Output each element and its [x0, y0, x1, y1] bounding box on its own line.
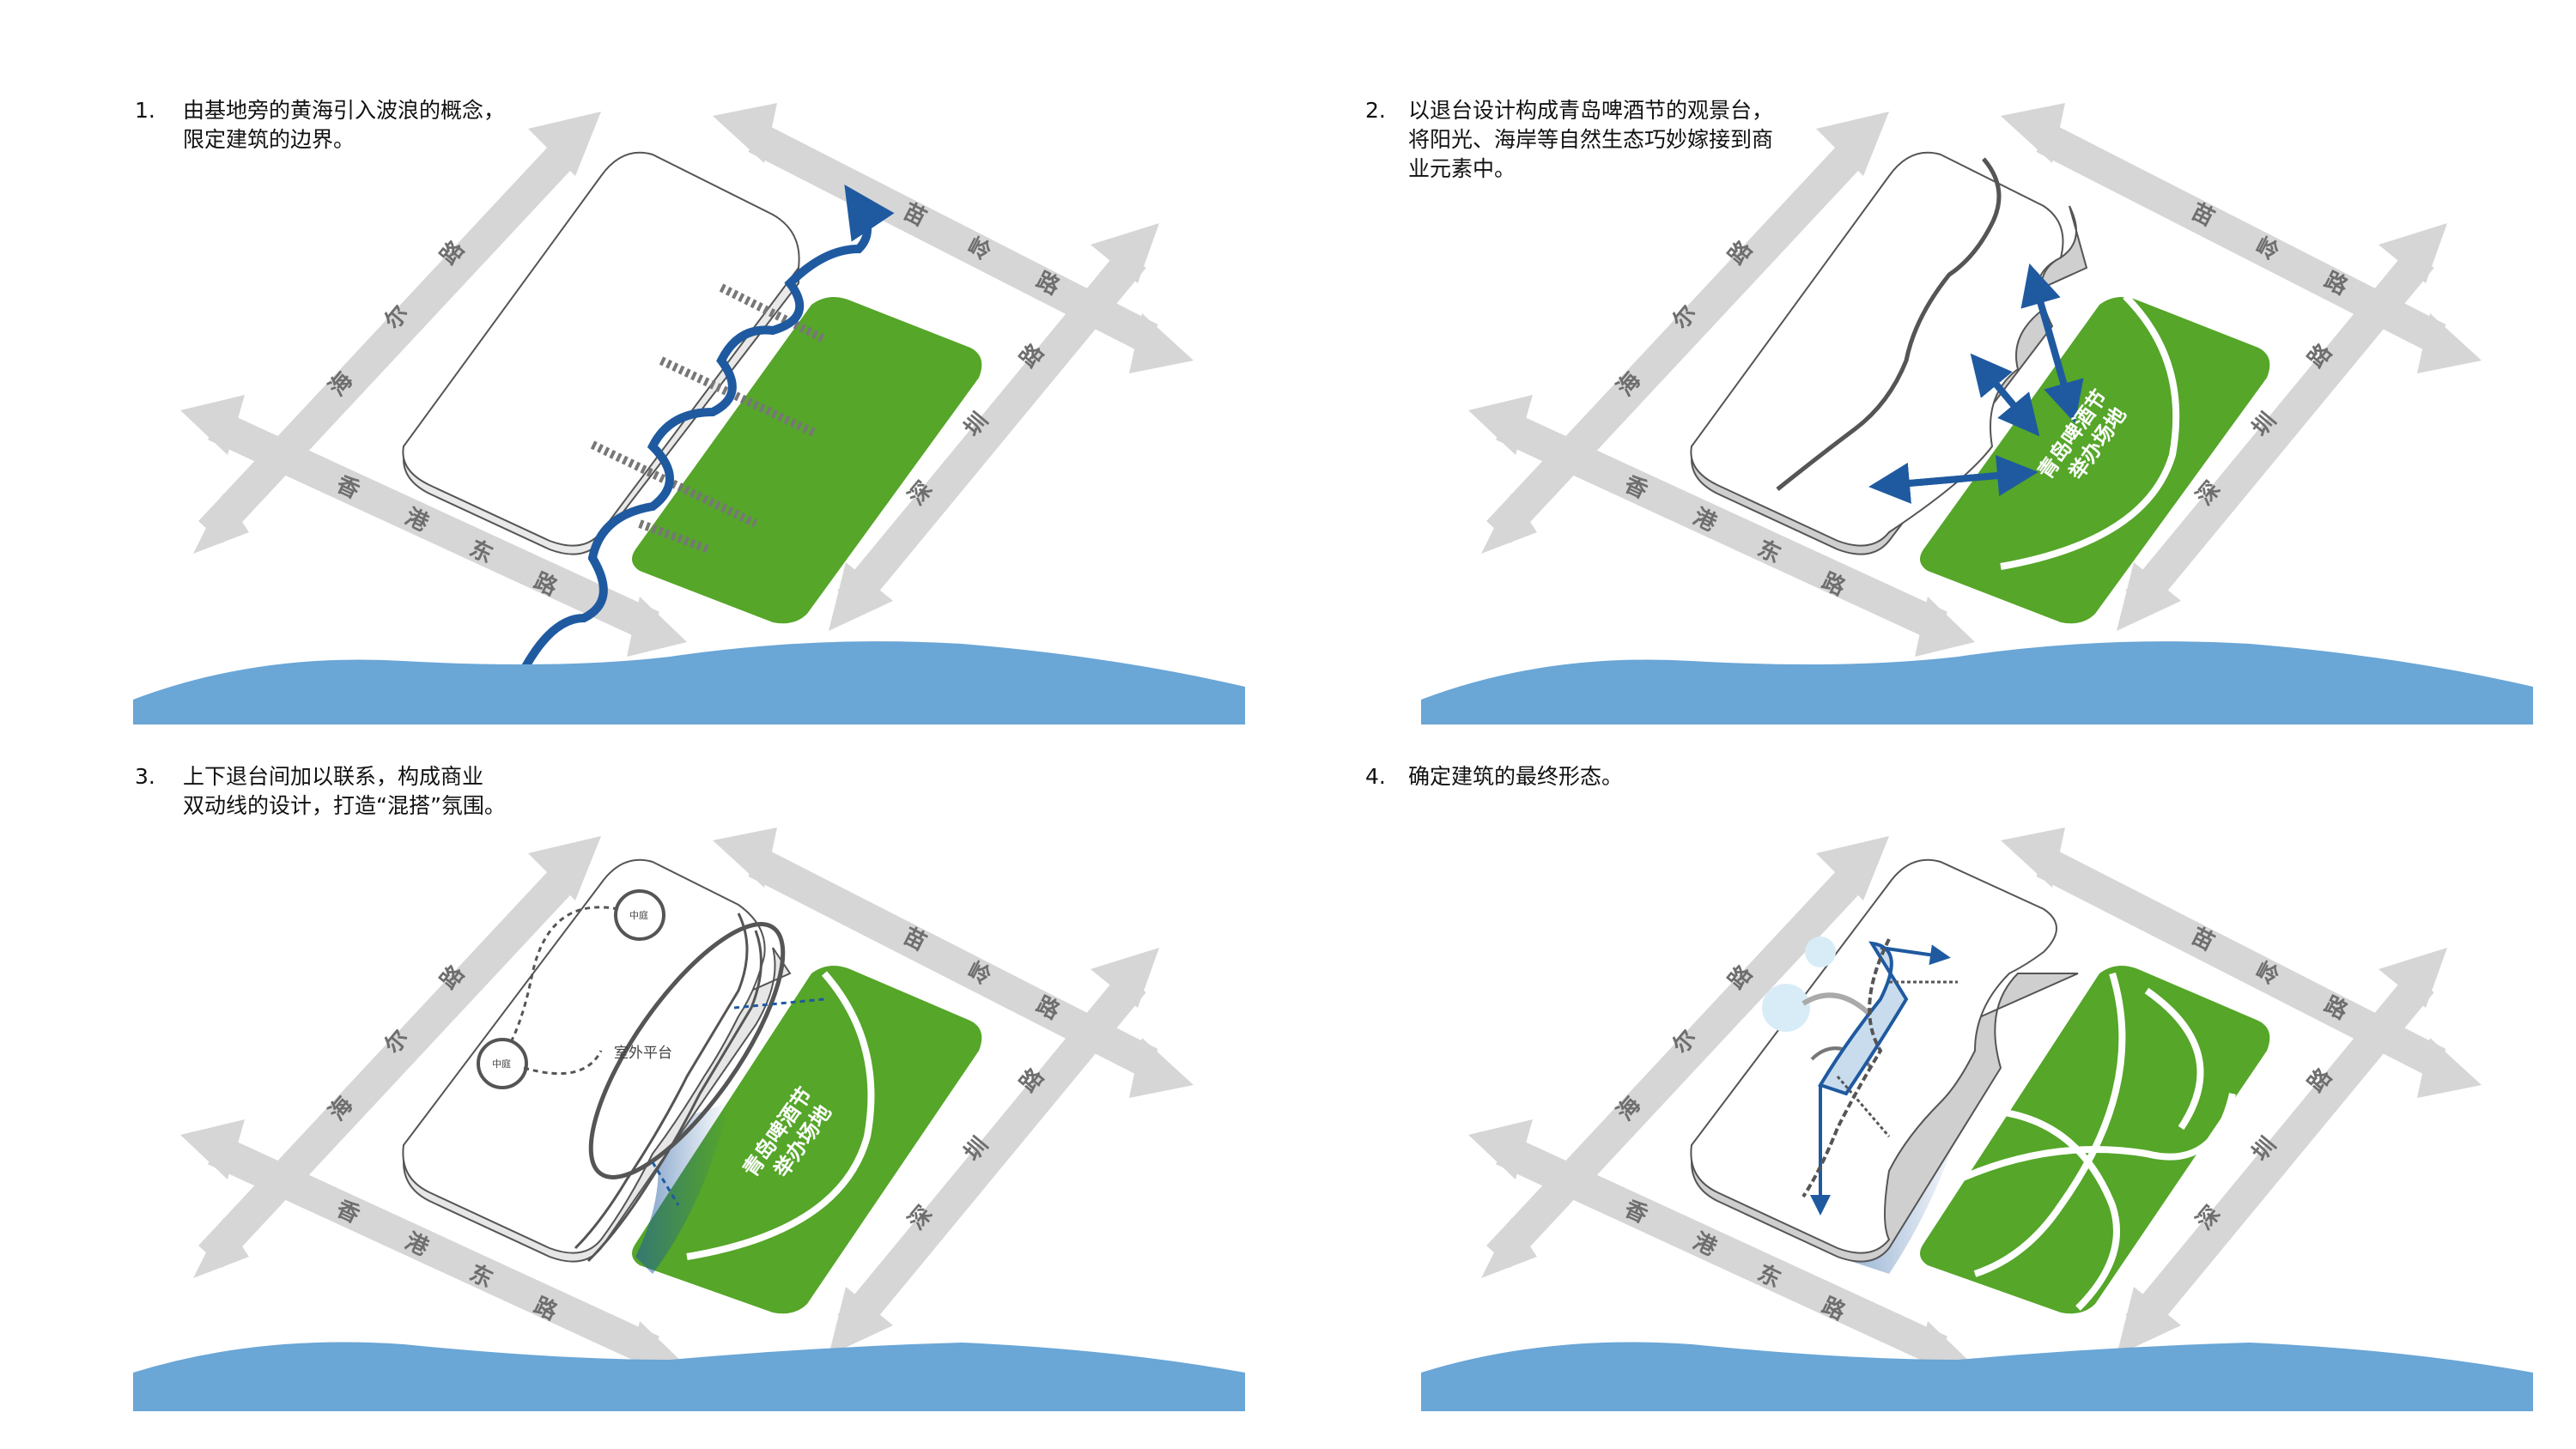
diagram-panel-3: 海 尔 路 香 港 东 路 苗 岭 路 深 圳 路 中庭 中庭 室外平台 — [0, 724, 1288, 1449]
step-number: 3. — [135, 764, 155, 789]
diagram-panel-4: 海 尔 路 香 港 东 路 苗 岭 路 深 圳 路 — [1288, 724, 2576, 1449]
panel-3-drawing: 海 尔 路 香 港 东 路 苗 岭 路 深 圳 路 中庭 中庭 室外平台 — [133, 828, 1245, 1411]
node-label-atrium: 中庭 — [629, 909, 648, 921]
panel-2-drawing: 海 尔 路 香 港 东 路 苗 岭 路 深 圳 路 青岛啤酒节 举办场地 — [1421, 103, 2533, 724]
step-caption: 由基地旁的黄海引入波浪的概念， 限定建筑的边界。 — [183, 98, 506, 152]
building-layers — [402, 858, 792, 1263]
road-arrow-head — [1091, 223, 1159, 283]
road-arrow-head — [180, 395, 245, 455]
wave-line — [515, 185, 895, 681]
step-number: 2. — [1365, 98, 1386, 123]
road-arrow-head — [829, 562, 893, 631]
step-number: 4. — [1365, 764, 1386, 789]
node-label-atrium: 中庭 — [492, 1058, 511, 1070]
panel-1-drawing: 海 尔 路 香 港 东 路 苗 岭 路 深 圳 路 — [133, 103, 1245, 724]
building-mass — [402, 151, 800, 555]
road-arrow-head — [193, 494, 249, 554]
road-arrow-head — [627, 597, 687, 657]
panel-4-drawing: 海 尔 路 香 港 东 路 苗 岭 路 深 圳 路 — [1421, 828, 2533, 1411]
road-arrow-shenzhen — [837, 246, 1146, 612]
sea — [133, 641, 1245, 724]
diagram-panel-1: 海 尔 路 香 港 东 路 苗 岭 路 深 圳 路 1. 由基地旁的黄海引入波 — [0, 0, 1288, 724]
road-arrow-head — [528, 112, 601, 176]
step-caption: 确定建筑的最终形态。 — [1408, 764, 1624, 789]
step-caption: 上下退台间加以联系，构成商业 双动线的设计，打造“混搭”氛围。 — [183, 764, 506, 818]
node-label-terrace: 室外平台 — [614, 1045, 672, 1062]
step-caption: 以退台设计构成青岛啤酒节的观景台， 将阳光、海岸等自然生态巧妙嫁接到商 业元素中… — [1408, 98, 1774, 181]
road-arrow-head — [713, 103, 777, 163]
step-number: 1. — [135, 98, 155, 123]
dashed-arrows — [590, 283, 827, 554]
diagram-panel-2: 海 尔 路 香 港 东 路 苗 岭 路 深 圳 路 青岛啤酒节 举办场地 2. … — [1288, 0, 2576, 724]
green-field — [632, 297, 982, 624]
road-arrow-xianggang — [208, 409, 659, 642]
road-arrow-head — [1129, 313, 1194, 373]
